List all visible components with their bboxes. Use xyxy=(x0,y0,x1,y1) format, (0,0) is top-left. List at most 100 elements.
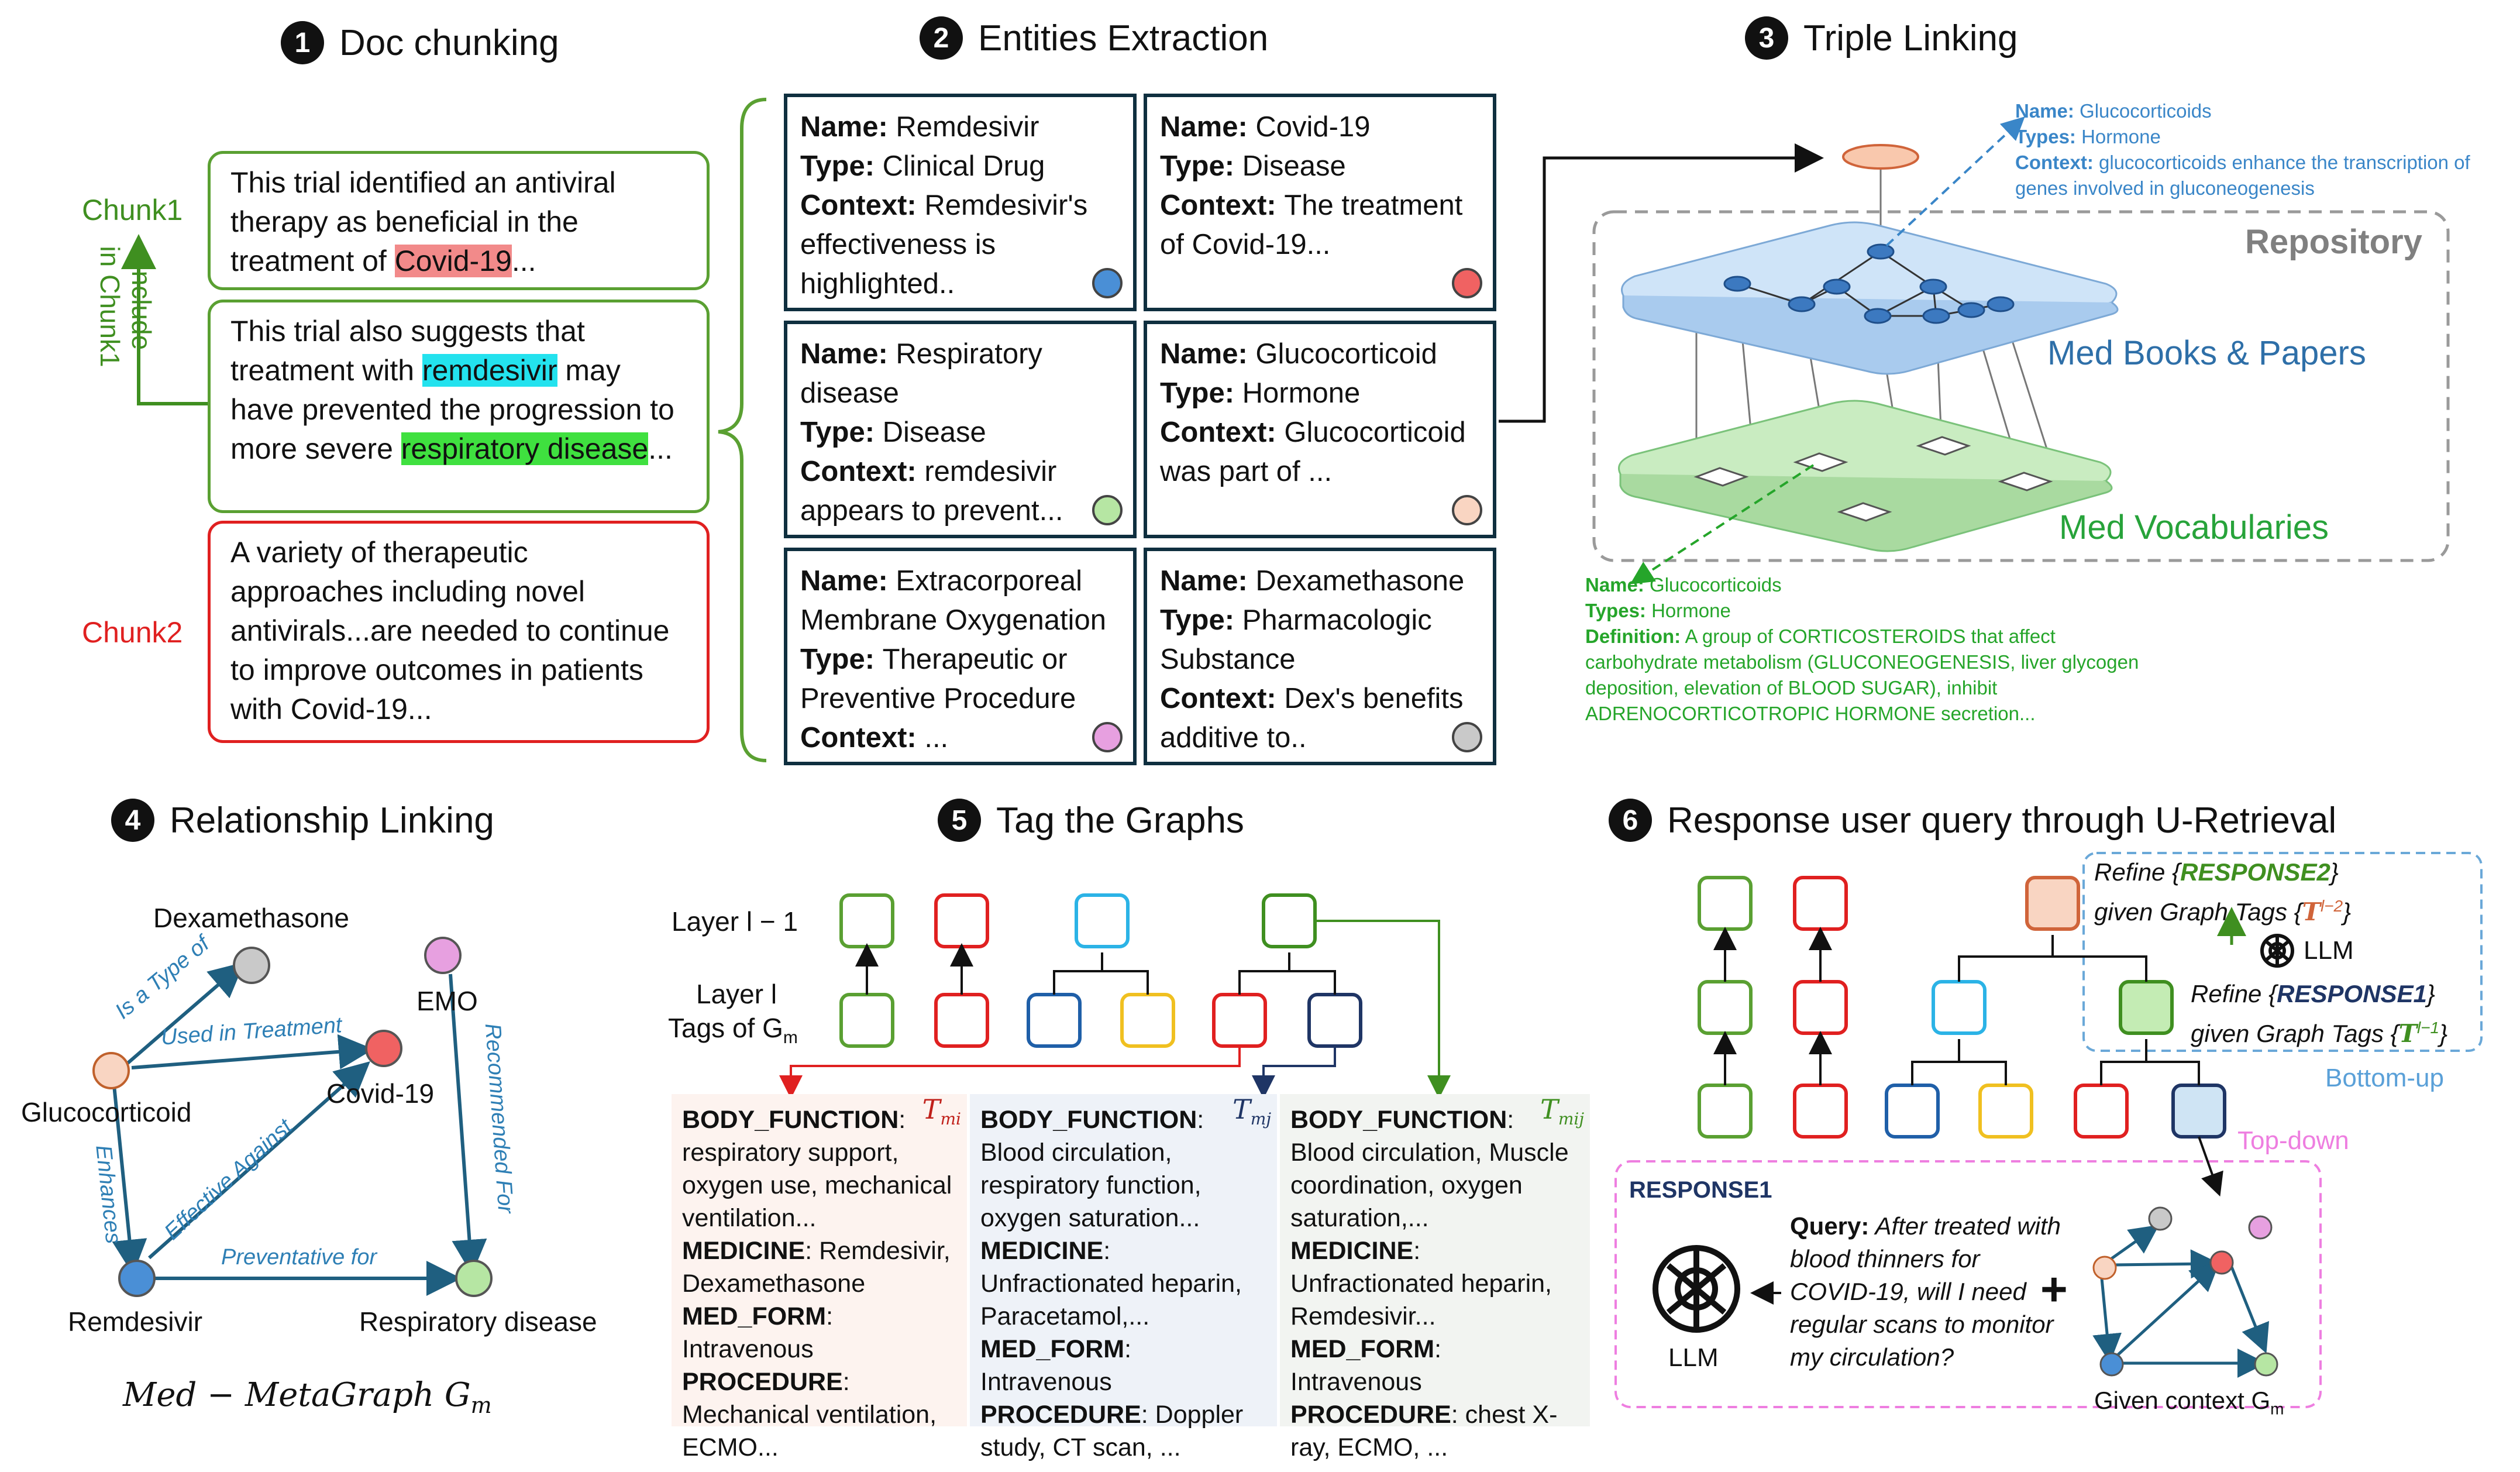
llm-icon-top xyxy=(2260,934,2294,968)
entity-color-dot xyxy=(1092,495,1123,525)
entity-color-dot xyxy=(1452,722,1482,752)
tag-symbol: Tmij xyxy=(1540,1093,1584,1129)
top-down-label: Top-down xyxy=(2237,1126,2349,1155)
llm-label-bottom: LLM xyxy=(1668,1343,1719,1372)
section6-title: 6 Response user query through U-Retrieva… xyxy=(1609,799,2336,842)
section5-title: 5 Tag the Graphs xyxy=(938,799,1244,842)
vocab-label: Med Vocabularies xyxy=(2059,508,2329,546)
tag-line: PROCEDURE: xyxy=(682,1368,850,1396)
repository-diagram xyxy=(1592,116,2450,584)
edge-label-preventative: Preventative for xyxy=(221,1245,377,1270)
label-resp: Respiratory disease xyxy=(359,1306,597,1337)
highlight-respiratory: respiratory disease xyxy=(401,432,649,465)
entity-name: Glucocorticoid xyxy=(1255,338,1437,370)
metagraph xyxy=(92,937,493,1297)
tag-col-bg-1 xyxy=(672,1094,967,1426)
entity-color-dot xyxy=(1452,268,1482,298)
step-number: 5 xyxy=(938,799,981,842)
step-number: 1 xyxy=(281,21,324,64)
repository-box xyxy=(1592,210,2450,562)
entity-color-dot xyxy=(1092,722,1123,752)
main-connectors xyxy=(121,98,1824,762)
tag-line: MEDICINE: xyxy=(980,1237,1111,1265)
triple-arrow xyxy=(1499,143,1824,423)
llm-label-top: LLM xyxy=(2304,936,2354,965)
edge-recommended xyxy=(449,974,487,1275)
node-covid xyxy=(365,1030,402,1067)
label-covid: Covid-19 xyxy=(326,1078,435,1109)
section-title-text: Triple Linking xyxy=(1803,18,2018,59)
step-number: 6 xyxy=(1609,799,1652,842)
section3-title: 3 Triple Linking xyxy=(1745,16,2018,60)
highlight-covid: Covid-19 xyxy=(394,245,512,277)
tag-line: Blood circulation, respiratory function,… xyxy=(980,1139,1202,1232)
chunk2-text-box: A variety of therapeutic approaches incl… xyxy=(208,521,710,743)
node-emo xyxy=(424,937,462,974)
node-resp xyxy=(455,1260,493,1297)
plus-sign: + xyxy=(2040,1263,2068,1315)
books-label: Med Books & Papers xyxy=(2047,334,2366,372)
entity-type: Pharmacologic Substance xyxy=(1160,604,1432,675)
entity-name: Dexamethasone xyxy=(1255,565,1465,597)
refine1-text: Refine {RESPONSE1} given Graph Tags {Tl−… xyxy=(2191,980,2448,1048)
section-title-text: Entities Extraction xyxy=(978,18,1269,59)
response1-label: RESPONSE1 xyxy=(1629,1177,1772,1203)
tags-of-label: Tags of Gm xyxy=(668,1013,798,1048)
uretrieval-diagram xyxy=(1614,852,2483,1408)
step-number: 4 xyxy=(111,799,154,842)
edge-enhances xyxy=(112,1085,147,1275)
highlight-remdesivir: remdesivir xyxy=(422,354,557,387)
section-title-text: Doc chunking xyxy=(339,22,559,63)
entity-card: Name: Extracorporeal Membrane Oxygenatio… xyxy=(784,548,1137,765)
glucocorticoid-node xyxy=(1842,144,1919,170)
tag-col-bg-2 xyxy=(970,1094,1277,1426)
section-title-text: Response user query through U-Retrieval xyxy=(1667,800,2337,841)
edge-used xyxy=(131,1034,374,1069)
node-dex xyxy=(233,947,270,984)
entity-name: Respiratory disease xyxy=(800,338,1042,409)
entity-context: ... xyxy=(924,722,949,754)
section-title-text: Tag the Graphs xyxy=(996,800,1244,841)
step-number: 2 xyxy=(920,16,963,60)
metagraph-caption: Med − MetaGraph Gm xyxy=(123,1376,492,1419)
label-gluco: Glucocorticoid xyxy=(21,1097,192,1127)
chunk1-text-box: This trial identified an antiviral thera… xyxy=(208,151,710,290)
chunk2-label: Chunk2 xyxy=(82,616,183,649)
entity-type: Disease xyxy=(1242,150,1346,182)
tag-graph xyxy=(672,893,1590,1426)
entity-context: Glucocorticoid was part of ... xyxy=(1160,417,1466,487)
entity-color-dot xyxy=(1452,495,1482,525)
tag-line: MED_FORM: Intravenous xyxy=(682,1302,834,1363)
chunk1-label: Chunk1 xyxy=(82,194,183,226)
include-arrow xyxy=(121,234,208,405)
tag-line: MED_FORM: Intravenous xyxy=(1290,1335,1442,1396)
section-title-text: Relationship Linking xyxy=(170,800,494,841)
tag-line: Unfractionated heparin, Remdesivir... xyxy=(1290,1270,1552,1330)
tag-col-bg-3 xyxy=(1280,1094,1590,1426)
entity-color-dot xyxy=(1092,268,1123,298)
node-gluco xyxy=(92,1052,130,1089)
layer-prev-label: Layer l − 1 xyxy=(672,906,798,937)
section2-title: 2 Entities Extraction xyxy=(920,16,1268,60)
entity-name: Covid-19 xyxy=(1255,111,1371,143)
user-query: Query: After treated with blood thinners… xyxy=(1790,1212,2061,1371)
edge-effective xyxy=(148,1061,370,1260)
layer-cur-label: Layer l xyxy=(696,979,777,1009)
step-number: 3 xyxy=(1745,16,1788,60)
bottom-info: Name: Glucocorticoids Types: Hormone Def… xyxy=(1585,574,2139,724)
label-dex: Dexamethasone xyxy=(153,903,349,933)
tag-symbol: Tmj xyxy=(1233,1093,1271,1129)
tag-line: Unfractionated heparin, Paracetamol,... xyxy=(980,1270,1242,1330)
tag-line: BODY_FUNCTION: xyxy=(980,1106,1204,1134)
bottom-up-box xyxy=(2082,852,2483,1052)
entity-context: Dex's benefits additive to.. xyxy=(1160,683,1464,754)
tag-line: BODY_FUNCTION: xyxy=(1290,1106,1514,1134)
section4-title: 4 Relationship Linking xyxy=(111,799,494,842)
entity-type: Therapeutic or Preventive Procedure xyxy=(800,644,1076,714)
entity-name: Extracorporeal Membrane Oxygenation xyxy=(800,565,1106,636)
tag-line: MEDICINE: xyxy=(1290,1237,1421,1265)
